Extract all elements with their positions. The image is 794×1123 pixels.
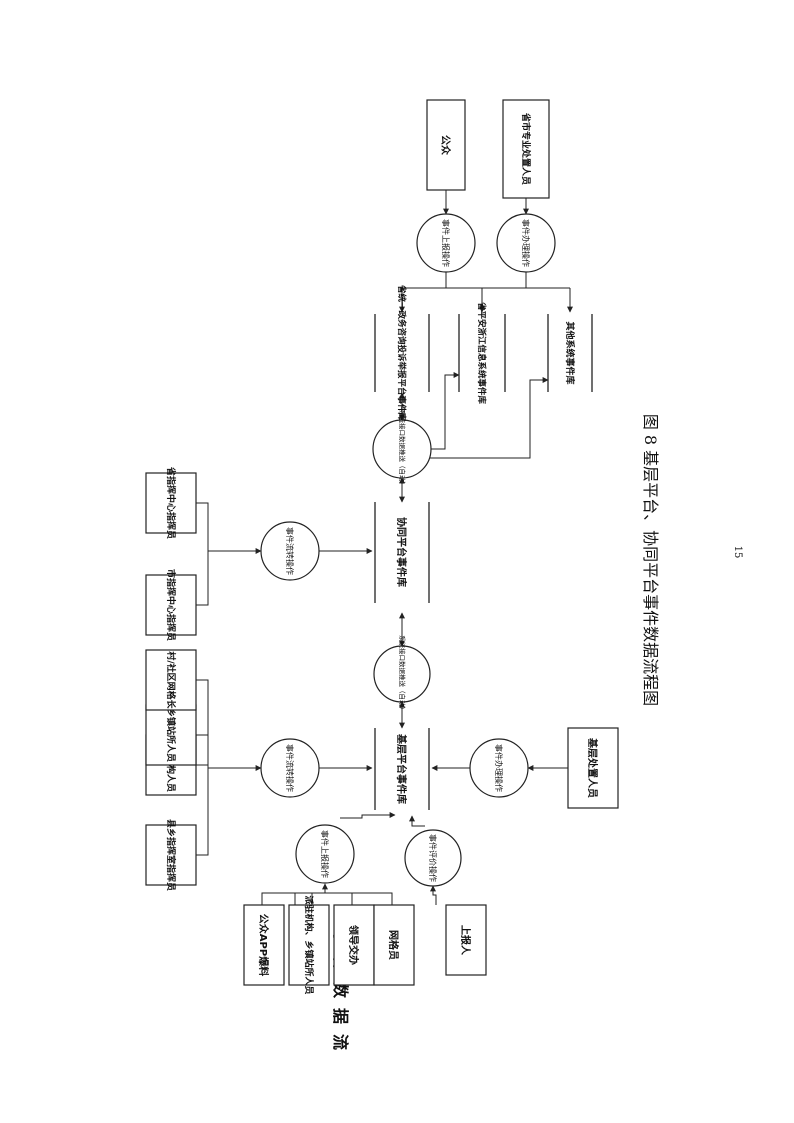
connectors xyxy=(196,190,573,905)
commander-province: 省指挥中心指挥员 xyxy=(145,466,197,539)
store-gov-service: 省统一政务咨询投诉举报平台事件库 xyxy=(374,284,430,422)
svg-text:公众APP爆料: 公众APP爆料 xyxy=(257,914,270,976)
svg-text:网格员: 网格员 xyxy=(387,930,400,960)
svg-text:事件评价操作: 事件评价操作 xyxy=(428,834,438,882)
process-event-handle-1: 事件办理操作 xyxy=(469,738,529,798)
svg-text:领导交办: 领导交办 xyxy=(347,925,360,965)
top-source-professional: 省市专业处置人员 xyxy=(502,99,550,199)
process-event-report-2: 事件上报操作 xyxy=(416,213,476,273)
source-leader: 领导交办 xyxy=(333,904,375,986)
handler-town-station: 乡镇站所人员 xyxy=(145,704,197,766)
svg-text:事件流转操作: 事件流转操作 xyxy=(285,744,295,792)
svg-text:其他系统事件库: 其他系统事件库 xyxy=(564,321,576,384)
top-source-public: 公众 xyxy=(426,99,466,191)
process-event-transfer-1: 事件流转操作 xyxy=(260,738,320,798)
svg-text:基层平台事件库: 基层平台事件库 xyxy=(395,733,408,804)
page-number: 15 xyxy=(732,546,743,559)
store-collab: 协同平台事件库 xyxy=(374,502,430,603)
svg-text:省平安浙江信息系统事件库: 省平安浙江信息系统事件库 xyxy=(476,301,487,405)
handler-county-town-commander: 县乡指挥室指挥员 xyxy=(145,819,197,891)
handler-village-grid-leader: 村/社区网格长 xyxy=(145,649,197,711)
process-event-transfer-2: 事件流转操作 xyxy=(260,521,320,581)
source-dispatched-staff: 派驻机构、乡镇站所人员 xyxy=(288,895,330,995)
svg-text:村/社区网格长: 村/社区网格长 xyxy=(165,651,177,709)
process-event-report: 事件上报操作 xyxy=(295,824,355,884)
svg-text:上报人: 上报人 xyxy=(459,925,472,956)
svg-text:派驻机构、乡镇站所人员: 派驻机构、乡镇站所人员 xyxy=(303,895,315,994)
svg-text:基层处置人员: 基层处置人员 xyxy=(586,737,599,798)
svg-text:市指挥中心指挥员: 市指挥中心指挥员 xyxy=(165,569,177,641)
source-reporter: 上报人 xyxy=(445,904,487,976)
svg-text:系统接口数据推送（自动）: 系统接口数据推送（自动） xyxy=(398,410,407,488)
svg-text:省市专业处置人员: 省市专业处置人员 xyxy=(520,112,532,185)
svg-text:事件上报操作: 事件上报操作 xyxy=(320,830,330,878)
figure-caption: 图 8 基层平台、协同平台事件数据流程图 xyxy=(641,414,660,706)
svg-text:公众: 公众 xyxy=(439,135,452,156)
svg-text:省统一政务咨询投诉举报平台事件库: 省统一政务咨询投诉举报平台事件库 xyxy=(396,284,407,422)
process-event-handle-2: 事件办理操作 xyxy=(496,213,556,273)
svg-text:系统接口数据推送（自动）: 系统接口数据推送（自动） xyxy=(398,635,407,713)
svg-text:协同平台事件库: 协同平台事件库 xyxy=(395,517,408,587)
svg-text:事件办理操作: 事件办理操作 xyxy=(521,219,531,267)
process-interface-push-1: 系统接口数据推送（自动） xyxy=(373,635,431,713)
svg-text:县乡指挥室指挥员: 县乡指挥室指挥员 xyxy=(165,819,177,891)
svg-text:事件上报操作: 事件上报操作 xyxy=(441,219,451,267)
store-grassroots: 基层平台事件库 xyxy=(374,728,430,810)
svg-text:事件办理操作: 事件办理操作 xyxy=(494,744,504,792)
svg-text:省指挥中心指挥员: 省指挥中心指挥员 xyxy=(165,466,177,539)
store-safe-zhejiang: 省平安浙江信息系统事件库 xyxy=(458,301,506,405)
handler-grassroots-disposer: 基层处置人员 xyxy=(567,727,619,809)
svg-text:乡镇站所人员: 乡镇站所人员 xyxy=(165,708,177,762)
process-event-evaluate: 事件评价操作 xyxy=(404,829,462,887)
commander-city: 市指挥中心指挥员 xyxy=(145,569,197,641)
source-grid-member: 网格员 xyxy=(373,904,415,986)
process-interface-push-2: 系统接口数据推送（自动） xyxy=(372,410,432,488)
svg-text:事件流转操作: 事件流转操作 xyxy=(285,527,295,575)
store-other-systems: 其他系统事件库 xyxy=(547,314,593,392)
source-public-app: 公众APP爆料 xyxy=(243,904,285,986)
